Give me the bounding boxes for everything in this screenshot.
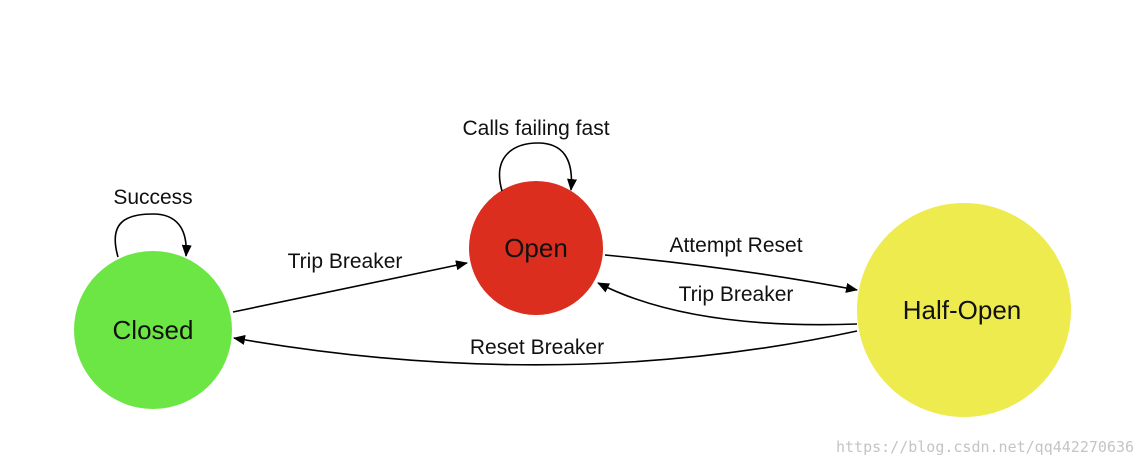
success-edge-label: Success <box>113 186 192 209</box>
reset-breaker-edge <box>233 330 858 366</box>
calls-failing-fast-loop-edge <box>498 142 578 192</box>
calls-failing-fast-edge-label: Calls failing fast <box>462 117 609 140</box>
half-open-state-node <box>857 203 1071 417</box>
trip-breaker-closed-to-open-label: Trip Breaker <box>288 250 403 273</box>
closed-state-node <box>74 251 232 409</box>
half-open-state-label: Half-Open <box>903 295 1022 325</box>
attempt-reset-edge-label: Attempt Reset <box>669 234 802 257</box>
trip-breaker-half-open-to-open-label: Trip Breaker <box>679 283 794 306</box>
open-state-label: Open <box>504 233 568 263</box>
attempt-reset-edge <box>604 254 858 293</box>
success-loop-edge <box>114 213 192 258</box>
watermark-text: https://blog.csdn.net/qq442270636 <box>836 438 1134 456</box>
open-state-node <box>469 181 603 315</box>
reset-breaker-edge-label: Reset Breaker <box>470 336 604 359</box>
trip-breaker-closed-to-open-edge <box>232 260 468 313</box>
closed-state-label: Closed <box>113 315 194 345</box>
trip-breaker-half-open-to-open-edge <box>597 282 858 326</box>
